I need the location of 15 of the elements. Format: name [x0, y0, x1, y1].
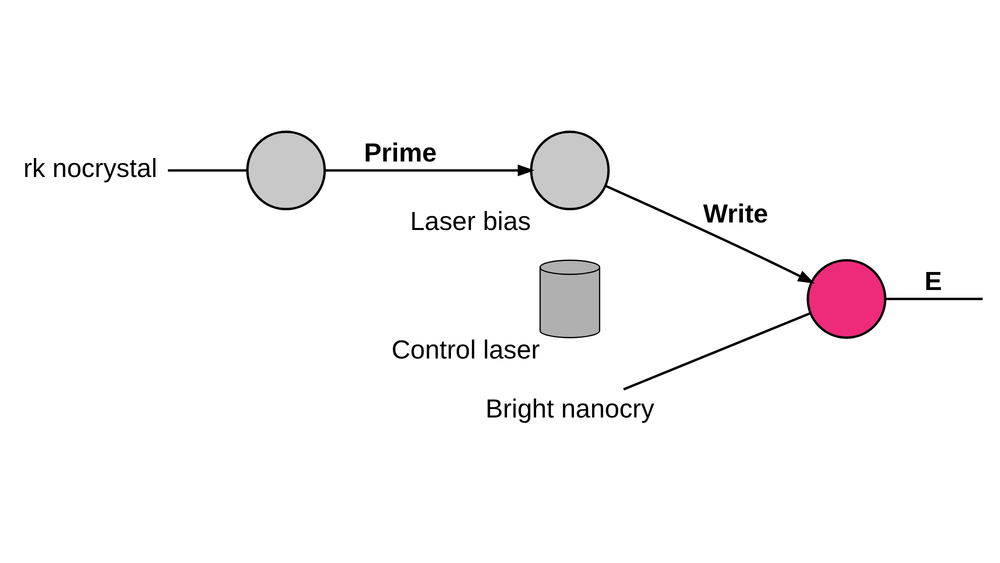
node-label: Control laser: [392, 334, 540, 364]
arrow: [325, 164, 534, 176]
edge-label: Prime: [364, 137, 437, 168]
connector: [885, 297, 983, 300]
connector: [168, 168, 248, 172]
node-circle: [530, 130, 610, 210]
node-label: Laser bias: [410, 206, 531, 236]
node-text: Bright nanocry: [485, 392, 654, 423]
node-circle: [806, 258, 886, 338]
edge-label: Write: [703, 198, 768, 228]
edge-label: E: [924, 266, 942, 296]
node-text: rk nocrystal: [23, 152, 158, 183]
connector: [623, 312, 811, 390]
arrow: [604, 184, 815, 283]
node-circle: [246, 130, 326, 210]
